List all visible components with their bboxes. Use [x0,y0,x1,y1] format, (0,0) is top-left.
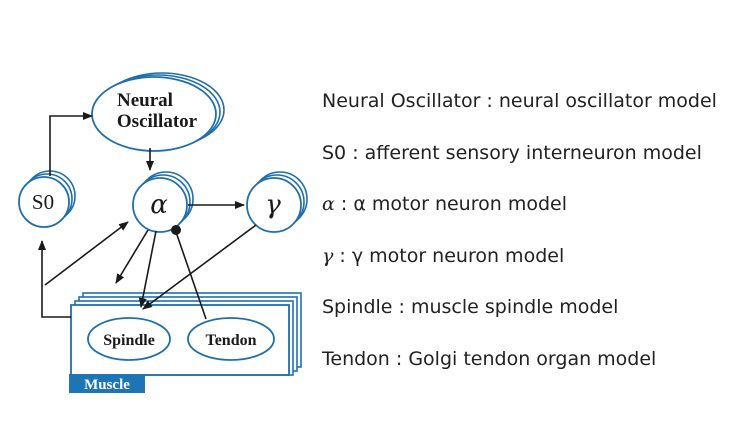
s0-label: S0 [32,190,54,214]
legend-row-gamma: γ : γ motor neuron model [322,237,717,289]
legend-description: neural oscillator model [498,90,717,112]
alpha-node: α [132,171,194,233]
muscle-label-box [69,374,145,393]
legend-row-alpha: α : α motor neuron model [322,185,717,237]
legend-key: γ [322,244,334,267]
edge-alpha-to-muscle [115,229,149,284]
neural-oscillator-node: Neural Oscillator [91,72,225,152]
inhibitory-dot [171,225,181,235]
s0-node: S0 [18,170,76,228]
tendon-node: Tendon [187,317,275,361]
gamma-node: γ [246,171,308,233]
legend-row-neural-oscillator: Neural Oscillator : neural oscillator mo… [322,82,717,134]
legend-description: Golgi tendon organ model [408,347,657,370]
legend-description: α motor neuron model [353,193,567,215]
edge-muscle-to-alpha [44,221,129,286]
legend-separator: : [392,296,411,318]
legend-key: Neural Oscillator [322,90,481,112]
tendon-label: Tendon [206,332,257,349]
neural-oscillator-label-line2: Oscillator [117,111,198,132]
edge-muscle-to-s0 [38,240,71,318]
legend-row-tendon: Tendon : Golgi tendon organ model [322,340,717,392]
spindle-label: Spindle [103,332,155,349]
edge-s0-to-oscillator [49,112,93,176]
gamma-label: γ [265,190,281,220]
spindle-node: Spindle [87,317,171,361]
edge-tendon-to-alpha [175,231,207,320]
legend-description: γ motor neuron model [351,244,565,267]
legend-description: afferent sensory interneuron model [364,141,702,164]
muscle-label: Muscle [84,377,130,393]
legend-key: α [322,193,335,215]
edge-alpha-to-spindle [138,230,157,308]
legend-row-spindle: Spindle : muscle spindle model [322,288,717,340]
legend-separator: : [334,193,354,215]
edge-gamma-to-spindle [142,224,257,310]
neural-oscillator-label-line1: Neural [117,90,173,111]
alpha-label: α [150,190,168,220]
legend-separator: : [346,141,365,164]
legend-separator: : [480,90,499,112]
legend-row-s0: S0 : afferent sensory interneuron model [322,134,717,186]
legend-separator: : [389,347,409,370]
legend-separator: : [333,244,352,267]
legend: Neural Oscillator : neural oscillator mo… [322,82,717,391]
legend-key: S0 [322,141,347,164]
legend-key: Tendon [322,347,390,370]
legend-key: Spindle [322,296,393,318]
legend-description: muscle spindle model [410,296,619,318]
